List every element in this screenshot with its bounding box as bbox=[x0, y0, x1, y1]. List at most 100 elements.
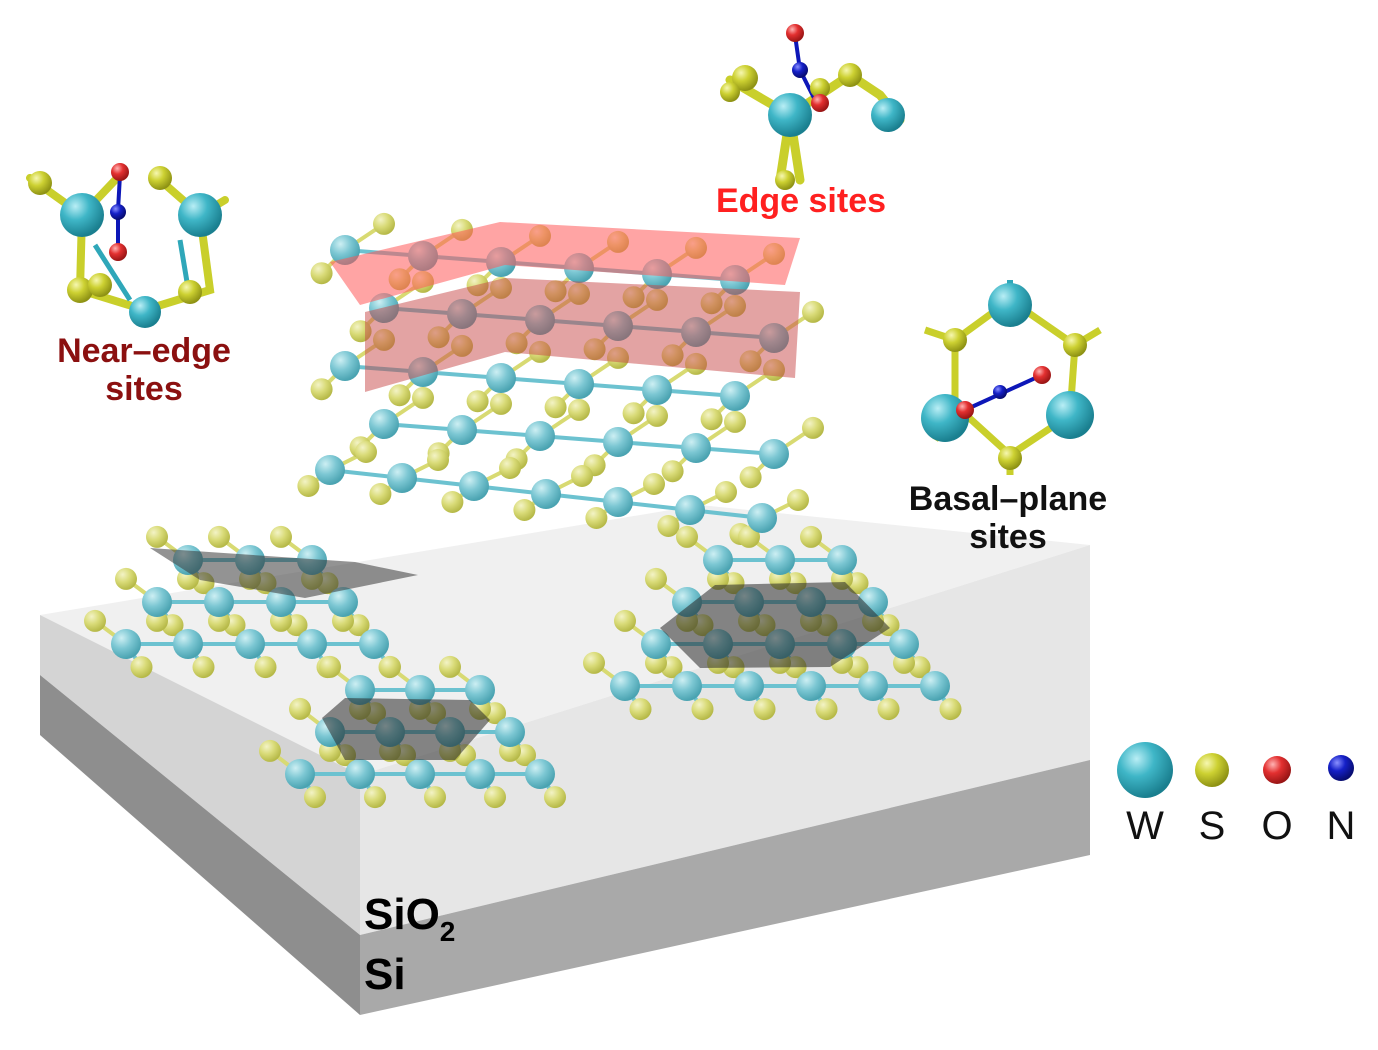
s-atom-icon bbox=[441, 491, 464, 513]
w-atom-icon bbox=[387, 463, 417, 493]
s-atom-icon bbox=[544, 396, 567, 419]
w-atom-icon bbox=[369, 409, 399, 439]
s-atom-icon bbox=[700, 408, 723, 431]
si-left-face bbox=[40, 675, 360, 1015]
s-atom-icon bbox=[661, 460, 684, 483]
s-atom-icon bbox=[259, 739, 281, 762]
s-atom-icon bbox=[646, 404, 668, 427]
si-front-face bbox=[360, 760, 1090, 1015]
sio2-subscript: 2 bbox=[439, 916, 456, 947]
w-atom-icon bbox=[345, 759, 375, 789]
w-atom-icon bbox=[486, 363, 516, 393]
w-atom-icon bbox=[920, 671, 950, 701]
legend-label-w: W bbox=[1126, 804, 1164, 848]
s-atom-icon bbox=[815, 698, 838, 721]
s-atom-icon bbox=[490, 392, 512, 415]
s-atom-icon bbox=[643, 473, 665, 495]
s-atom-icon bbox=[427, 449, 449, 471]
s-atom-icon bbox=[146, 525, 168, 548]
w-atom-icon bbox=[603, 427, 633, 457]
o-atom-icon bbox=[1263, 756, 1291, 784]
s-atom-icon bbox=[614, 609, 636, 632]
near-edge-sites-label: Near–edge sites bbox=[20, 332, 268, 408]
s-atom-icon bbox=[1195, 753, 1229, 787]
s-atom-icon bbox=[84, 609, 106, 632]
s-atom-icon bbox=[802, 416, 824, 439]
w-atom-icon bbox=[564, 369, 594, 399]
edge-site-band-top bbox=[330, 222, 800, 305]
w-atom-icon bbox=[111, 629, 141, 659]
s-atom-icon bbox=[738, 525, 760, 548]
s-atom-icon bbox=[802, 300, 824, 323]
basal-plane-highlight-right bbox=[660, 582, 890, 668]
s-atom-icon bbox=[355, 441, 377, 463]
w-atom-icon bbox=[525, 421, 555, 451]
s-atom-icon bbox=[388, 384, 411, 407]
w-atom-icon bbox=[405, 675, 435, 705]
s-atom-icon bbox=[645, 567, 667, 590]
s-atom-icon bbox=[310, 378, 333, 401]
w-atom-icon bbox=[675, 495, 705, 525]
n-atom-icon bbox=[1328, 755, 1354, 781]
w-atom-icon bbox=[405, 759, 435, 789]
w-atom-icon bbox=[204, 587, 234, 617]
basal-label-line1: Basal–plane bbox=[908, 480, 1108, 518]
w-atom-icon bbox=[720, 381, 750, 411]
s-atom-icon bbox=[304, 786, 326, 809]
basal-plane-site-inset bbox=[921, 280, 1102, 475]
sio2-left-face bbox=[40, 615, 360, 935]
w-atom-icon bbox=[641, 629, 671, 659]
w-atom-icon bbox=[889, 629, 919, 659]
s-atom-icon bbox=[657, 515, 680, 537]
legend bbox=[1117, 742, 1354, 798]
w-atom-icon bbox=[328, 587, 358, 617]
s-atom-icon bbox=[424, 786, 446, 809]
edge-sites-label: Edge sites bbox=[715, 182, 887, 220]
w-atom-icon bbox=[459, 471, 489, 501]
edge-site-inset bbox=[720, 24, 905, 190]
w-atom-icon bbox=[495, 717, 525, 747]
s-atom-icon bbox=[484, 786, 506, 809]
s-atom-icon bbox=[254, 656, 277, 679]
w-atom-icon bbox=[525, 759, 555, 789]
s-atom-icon bbox=[297, 475, 320, 497]
legend-label-n: N bbox=[1326, 804, 1356, 848]
s-atom-icon bbox=[629, 698, 652, 721]
s-atom-icon bbox=[877, 698, 900, 721]
w-atom-icon bbox=[858, 671, 888, 701]
s-atom-icon bbox=[130, 656, 153, 679]
w-atom-icon bbox=[330, 351, 360, 381]
s-atom-icon bbox=[739, 466, 762, 489]
s-atom-icon bbox=[939, 698, 962, 721]
s-atom-icon bbox=[800, 525, 822, 548]
s-atom-icon bbox=[622, 402, 645, 425]
s-atom-icon bbox=[466, 390, 489, 413]
s-atom-icon bbox=[583, 651, 605, 674]
s-atom-icon bbox=[676, 525, 698, 548]
s-atom-icon bbox=[724, 410, 746, 433]
w-atom-icon bbox=[465, 675, 495, 705]
w-atom-icon bbox=[142, 587, 172, 617]
s-atom-icon bbox=[571, 465, 593, 487]
s-atom-icon bbox=[270, 525, 292, 548]
near-edge-site-inset bbox=[26, 163, 229, 328]
s-atom-icon bbox=[787, 489, 809, 511]
w-atom-icon bbox=[603, 487, 633, 517]
s-atom-icon bbox=[691, 698, 714, 721]
s-atom-icon bbox=[289, 697, 311, 720]
sio2-text: SiO bbox=[364, 890, 440, 939]
si-layer-label: Si bbox=[364, 950, 406, 999]
s-atom-icon bbox=[208, 525, 230, 548]
w-atom-icon bbox=[759, 439, 789, 469]
w-atom-icon bbox=[796, 671, 826, 701]
w-atom-icon bbox=[345, 675, 375, 705]
w-atom-icon bbox=[642, 375, 672, 405]
w-atom-icon bbox=[765, 545, 795, 575]
s-atom-icon bbox=[192, 656, 215, 679]
w-atom-icon bbox=[610, 671, 640, 701]
w-atom-icon bbox=[359, 629, 389, 659]
s-atom-icon bbox=[379, 655, 401, 678]
basal-label-line2: sites bbox=[969, 518, 1047, 557]
